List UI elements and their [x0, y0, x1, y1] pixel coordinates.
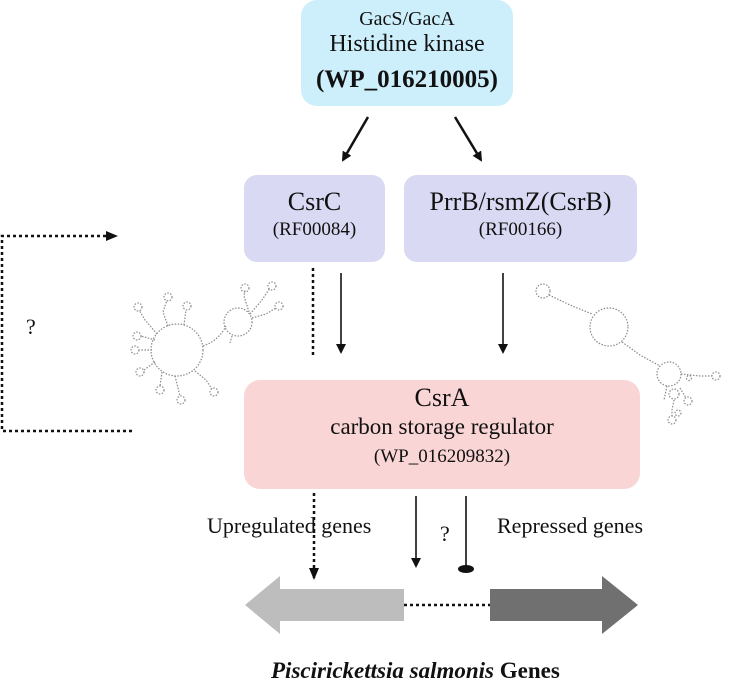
csrc-node-title: CsrC — [287, 187, 342, 216]
csrc-rna-structure-icon — [130, 281, 284, 405]
csra-node-subtitle: carbon storage regulator — [330, 414, 554, 439]
genes-caption: Piscirickettsia salmonis Genes — [271, 658, 560, 684]
repression-bar-head — [458, 565, 474, 573]
upregulated-arrowhead — [309, 568, 319, 580]
gacs-node-line1: GacS/GacA — [359, 8, 455, 30]
arrow-gacs-to-prrb — [453, 116, 483, 162]
genes-word: Genes — [499, 658, 560, 683]
repressed-genes-label: Repressed genes — [497, 513, 644, 538]
arrow-gacs-to-csrc — [341, 116, 370, 162]
gacs-gaca-node: GacS/GacA Histidine kinase (WP_016210005… — [301, 0, 513, 106]
feedback-loop-arrowhead — [106, 231, 118, 241]
gacs-node-line2: Histidine kinase — [329, 31, 485, 57]
regulation-unknown-label: ? — [440, 521, 450, 546]
csrc-node: CsrC (RF00084) — [244, 175, 385, 262]
csra-node-title: CsrA — [414, 383, 470, 412]
gene-arrow-left — [245, 576, 404, 634]
species-name: Piscirickettsia salmonis — [271, 658, 494, 683]
feedback-unknown-label: ? — [26, 314, 36, 339]
gacs-node-accession: (WP_016210005) — [316, 66, 498, 93]
gene-arrow-right — [490, 576, 638, 634]
csra-node: CsrA carbon storage regulator (WP_016209… — [244, 380, 640, 489]
csra-node-accession: (WP_016209832) — [373, 446, 511, 467]
upregulated-genes-label: Upregulated genes — [207, 513, 372, 538]
prrb-node-accession: (RF00166) — [478, 219, 563, 240]
feedback-loop-dotted — [0, 234, 132, 433]
prrb-node: PrrB/rsmZ(CsrB) (RF00166) — [404, 175, 637, 262]
csrc-node-accession: (RF00084) — [272, 219, 357, 240]
prrb-rna-structure-icon — [535, 283, 721, 425]
prrb-node-title: PrrB/rsmZ(CsrB) — [429, 187, 612, 216]
